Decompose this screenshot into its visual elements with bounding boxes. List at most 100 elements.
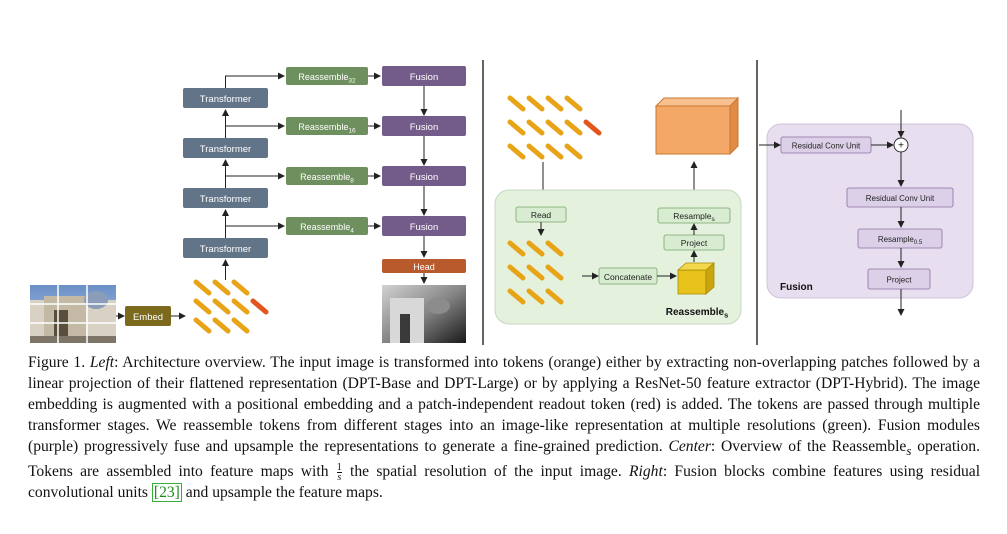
concatenated-cube xyxy=(676,262,716,295)
token xyxy=(545,264,564,281)
token xyxy=(507,264,526,281)
reassemble-label: Reassemble32 xyxy=(298,72,356,85)
token xyxy=(193,317,212,334)
readout-token xyxy=(583,119,602,136)
token xyxy=(212,317,231,334)
reassemble-label: Reassemble8 xyxy=(300,172,354,185)
left-panel: Embed TransformerTransformerTransformerT… xyxy=(30,66,466,343)
feature-map-cube-front xyxy=(655,105,731,155)
caption-right-label: Right xyxy=(629,463,663,481)
residual-conv-unit-top-label: Residual Conv Unit xyxy=(792,142,861,151)
head-label: Head xyxy=(413,262,435,272)
fusion-project-label: Project xyxy=(887,276,913,285)
caption-center-text-a: : Overview of the Reassemble xyxy=(710,438,907,455)
plus-icon: + xyxy=(898,141,904,152)
token xyxy=(507,143,526,160)
concatenate-label: Concatenate xyxy=(604,272,652,282)
center-token-grid xyxy=(507,95,602,160)
token xyxy=(545,119,564,136)
input-image xyxy=(30,285,116,343)
reassemble-block xyxy=(286,67,368,85)
caption-figure-label: Figure 1. xyxy=(28,354,86,371)
read-label: Read xyxy=(531,210,552,220)
token xyxy=(545,143,564,160)
fusion-background xyxy=(766,123,974,299)
resample-label: Resamples xyxy=(673,211,715,223)
token-grid xyxy=(193,279,269,334)
token xyxy=(507,288,526,305)
caption-center-sub: s xyxy=(906,443,912,459)
fusion-label: Fusion xyxy=(410,172,439,183)
token xyxy=(231,298,250,315)
caption-center-text-b: operation. Tokens are assembled into fea… xyxy=(28,438,980,481)
citation-link[interactable]: [23] xyxy=(151,483,182,503)
token xyxy=(545,95,564,112)
transformer-block xyxy=(183,188,268,208)
transformer-block xyxy=(183,88,268,108)
token xyxy=(212,279,231,296)
reassemble-block xyxy=(286,167,368,185)
token xyxy=(526,264,545,281)
token xyxy=(507,240,526,257)
reassemble-block xyxy=(286,117,368,135)
transformer-label: Transformer xyxy=(200,144,251,155)
caption-center-text-c: the spatial resolution of the input imag… xyxy=(350,463,622,481)
head-block xyxy=(382,259,466,273)
fusion-block xyxy=(382,116,466,136)
embed-label: Embed xyxy=(133,312,163,323)
fusion-label: Fusion xyxy=(410,72,439,83)
transformer-label: Transformer xyxy=(200,244,251,255)
caption-right-text-a: : Fusion blocks combine features using r… xyxy=(28,463,981,502)
reassemble-label: Reassemble4 xyxy=(300,222,354,235)
residual-conv-unit-mid-label: Residual Conv Unit xyxy=(866,194,935,203)
center-panel: Read Concatenate Project Resamples Reass… xyxy=(494,95,742,325)
fusion-block xyxy=(382,166,466,186)
reassemble-title: Reassembles xyxy=(666,307,729,320)
token xyxy=(212,298,231,315)
transformer-label: Transformer xyxy=(200,94,251,105)
token xyxy=(526,119,545,136)
figure-caption: Figure 1. Left: Architecture overview. T… xyxy=(28,352,980,503)
token xyxy=(526,288,545,305)
fusion-project-block xyxy=(867,268,931,290)
token xyxy=(526,95,545,112)
caption-center-label: Center xyxy=(668,438,711,455)
token xyxy=(193,298,212,315)
read-token-grid xyxy=(507,240,564,305)
token xyxy=(231,279,250,296)
resample-block xyxy=(657,207,731,224)
token xyxy=(231,317,250,334)
token xyxy=(507,119,526,136)
readout-token xyxy=(250,298,269,315)
token xyxy=(193,279,212,296)
fusion-title: Fusion xyxy=(780,282,813,293)
residual-conv-unit-mid xyxy=(846,187,954,208)
token xyxy=(526,143,545,160)
caption-right-text-b: and upsample the feature maps. xyxy=(185,484,383,502)
token xyxy=(564,143,583,160)
token xyxy=(564,119,583,136)
caption-left-label: Left xyxy=(89,354,115,371)
token xyxy=(564,95,583,112)
transformer-block xyxy=(183,238,268,258)
transformer-label: Transformer xyxy=(200,194,251,205)
project-label: Project xyxy=(681,238,708,248)
fusion-block xyxy=(382,66,466,86)
fusion-block xyxy=(382,216,466,236)
depth-output-image xyxy=(382,285,466,343)
right-panel: Residual Conv Unit + Residual Conv Unit … xyxy=(759,110,974,316)
token xyxy=(526,240,545,257)
fusion-label: Fusion xyxy=(410,122,439,133)
architecture-figure: Embed TransformerTransformerTransformerT… xyxy=(30,60,974,345)
resample-half-block xyxy=(857,228,943,249)
fusion-label: Fusion xyxy=(410,222,439,233)
embed-block xyxy=(125,306,171,326)
resample-half-label: Resample0.5 xyxy=(878,235,923,246)
token xyxy=(545,240,564,257)
reassemble-block xyxy=(286,217,368,235)
token xyxy=(545,288,564,305)
caption-left-text: : Architecture overview. The input image… xyxy=(28,354,980,455)
reassemble-label: Reassemble16 xyxy=(298,122,356,135)
token xyxy=(507,95,526,112)
